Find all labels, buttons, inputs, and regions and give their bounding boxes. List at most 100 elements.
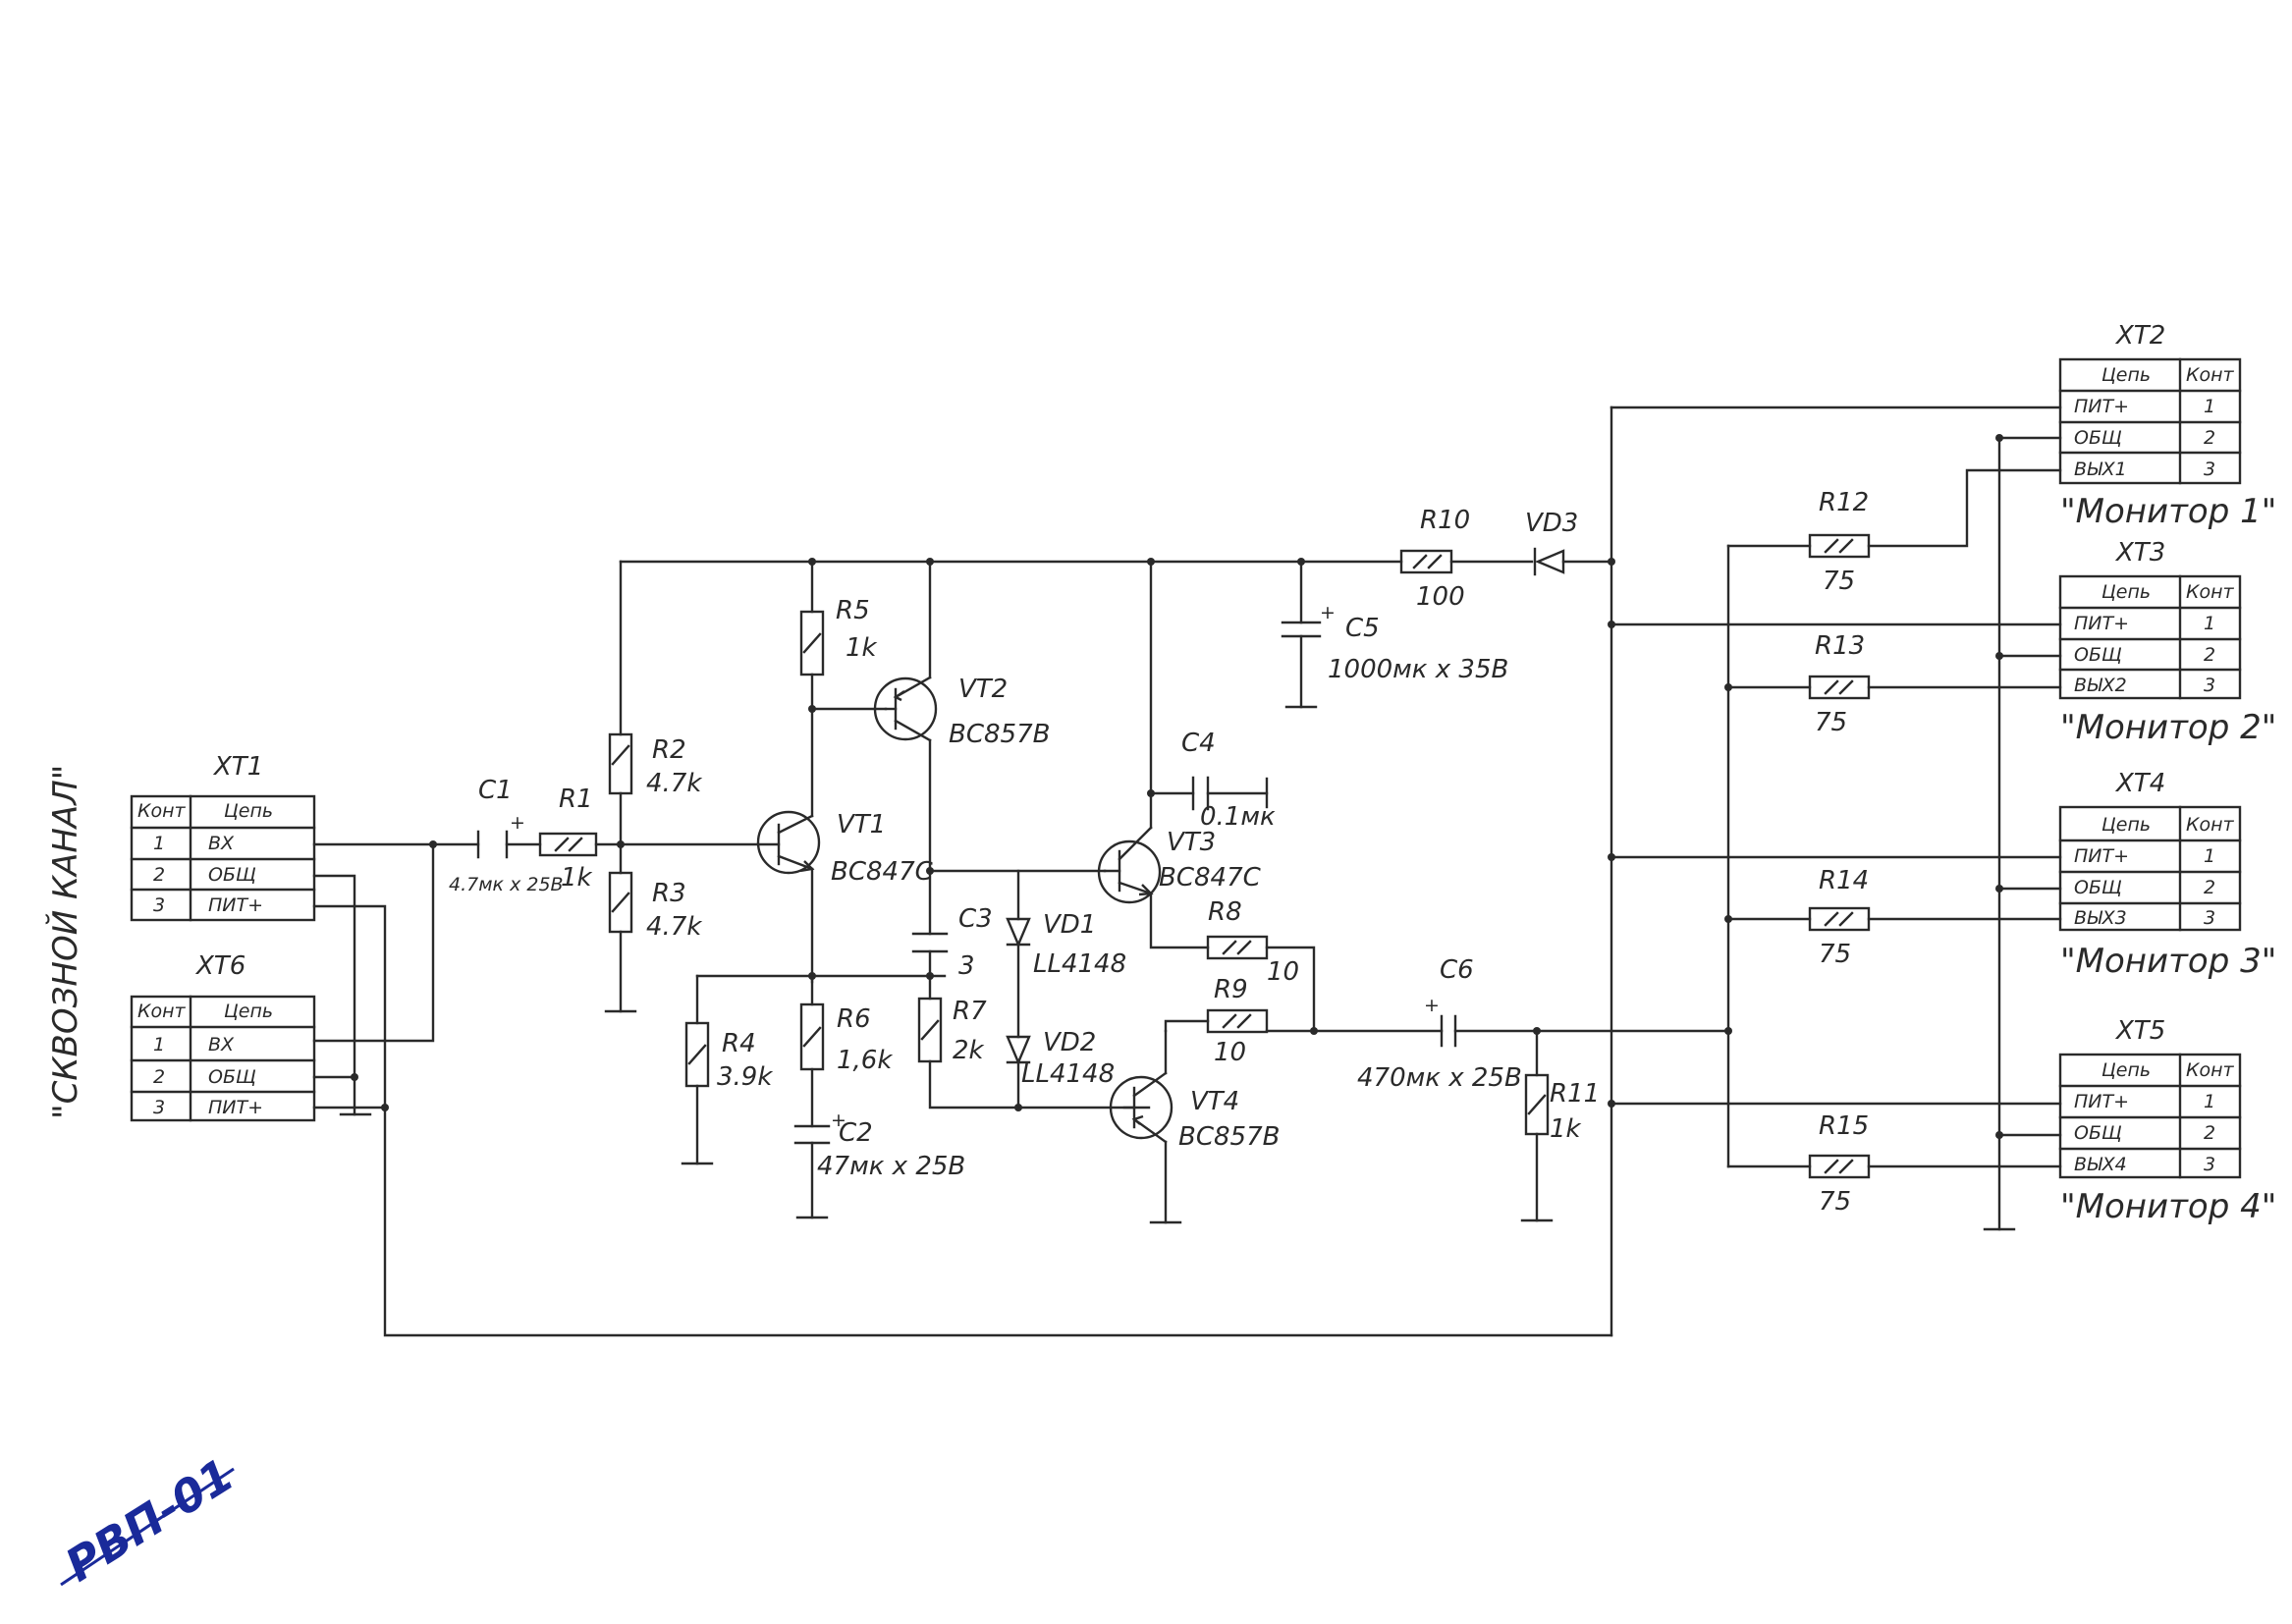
xt3-text: XT3 Цепь Конт ПИТ+ 1 ОБЩ 2 ВЫХ2 3 "Монит… <box>2060 538 2276 747</box>
c3-value: 3 <box>958 951 975 981</box>
xt6-text: XT6 Конт Цепь 1 ВХ 2 ОБЩ 3 ПИТ+ <box>137 951 273 1118</box>
xt2-pin-3: 3 <box>2204 459 2215 480</box>
xt4-col-cep: Цепь <box>2101 814 2151 836</box>
resistor-r2 <box>608 732 633 795</box>
r8-value: 10 <box>1267 957 1299 987</box>
xt4-col-kont: Конт <box>2186 814 2235 836</box>
resistor-r14 <box>1808 906 1871 932</box>
r10-ref: R10 <box>1420 506 1470 535</box>
svg-text:+: + <box>1424 995 1440 1016</box>
wires <box>312 406 2062 1337</box>
xt6-pin-3: 3 <box>153 1097 165 1118</box>
xt5-caption: "Монитор 4" <box>2060 1187 2276 1226</box>
component-labels: C1 4.7мк х 25В R1 1k R2 4.7k R3 4.7k R4 … <box>449 488 1869 1217</box>
r4-ref: R4 <box>722 1029 756 1058</box>
vt3-ref: VT3 <box>1167 828 1216 857</box>
xt4-pin-2: 2 <box>2204 877 2215 898</box>
r15-value: 75 <box>1819 1187 1851 1217</box>
xt5-pin-1: 1 <box>2204 1091 2215 1112</box>
xt6-ref: XT6 <box>194 951 246 981</box>
xt5-pin-2: 2 <box>2204 1122 2215 1144</box>
r2-ref: R2 <box>652 735 686 765</box>
xt5-net-2: ОБЩ <box>2074 1122 2122 1144</box>
resistor-r1 <box>538 832 598 857</box>
r9-value: 10 <box>1214 1038 1246 1067</box>
connector-xt6 <box>130 995 316 1122</box>
xt1-ref: XT1 <box>212 752 263 782</box>
r14-ref: R14 <box>1819 866 1869 895</box>
xt4-text: XT4 Цепь Конт ПИТ+ 1 ОБЩ 2 ВЫХ3 3 "Монит… <box>2060 769 2276 981</box>
xt5-net-1: ПИТ+ <box>2074 1091 2129 1112</box>
xt6-net-2: ОБЩ <box>208 1066 256 1088</box>
xt3-caption: "Монитор 2" <box>2060 708 2276 747</box>
capacitor-c4 <box>1191 776 1210 811</box>
vt1-ref: VT1 <box>837 810 886 839</box>
xt2-ref: XT2 <box>2114 321 2165 351</box>
r7-ref: R7 <box>953 997 987 1026</box>
xt5-text: XT5 Цепь Конт ПИТ+ 1 ОБЩ 2 ВЫХ4 3 "Монит… <box>2060 1016 2276 1226</box>
c6-value: 470мк х 25В <box>1357 1063 1522 1093</box>
xt5-col-kont: Конт <box>2186 1059 2235 1081</box>
xt2-pin-1: 1 <box>2204 396 2215 417</box>
c3-ref: C3 <box>958 904 993 934</box>
c2-ref: C2 <box>839 1118 873 1148</box>
xt1-pin-1: 1 <box>153 833 165 854</box>
vt2-ref: VT2 <box>958 675 1008 704</box>
r6-ref: R6 <box>837 1004 871 1034</box>
diode-vd3 <box>1533 547 1565 576</box>
xt5-pin-3: 3 <box>2204 1154 2215 1175</box>
diode-vd2 <box>1006 1035 1031 1066</box>
svg-text:+: + <box>1320 602 1336 623</box>
r10-value: 100 <box>1416 582 1465 612</box>
c4-value: 0.1мк <box>1200 802 1276 832</box>
xt4-ref: XT4 <box>2114 769 2165 798</box>
xt6-pin-2: 2 <box>153 1066 165 1088</box>
diode-vd1 <box>1006 917 1031 948</box>
resistor-r6 <box>799 1002 825 1071</box>
capacitor-c5: + <box>1281 602 1336 638</box>
xt4-net-2: ОБЩ <box>2074 877 2122 898</box>
xt6-pin-1: 1 <box>153 1034 165 1056</box>
r5-value: 1k <box>846 633 878 663</box>
transistor-vt1 <box>756 810 821 875</box>
vt4-value: BC857B <box>1178 1122 1280 1152</box>
c1-ref: C1 <box>478 776 513 805</box>
xt6-net-3: ПИТ+ <box>208 1097 263 1118</box>
xt2-net-2: ОБЩ <box>2074 427 2122 449</box>
r7-value: 2k <box>953 1036 985 1065</box>
xt1-pin-3: 3 <box>153 894 165 916</box>
r1-ref: R1 <box>559 785 593 814</box>
r11-ref: R11 <box>1550 1079 1600 1109</box>
xt2-col-cep: Цепь <box>2101 364 2151 386</box>
ground-symbols <box>339 705 2016 1231</box>
vd1-ref: VD1 <box>1043 910 1096 940</box>
r9-ref: R9 <box>1214 975 1248 1004</box>
r4-value: 3.9k <box>717 1062 773 1092</box>
xt4-net-3: ВЫХ3 <box>2074 907 2127 929</box>
xt3-net-2: ОБЩ <box>2074 644 2122 666</box>
xt1-net-1: ВХ <box>208 833 235 854</box>
r3-value: 4.7k <box>646 912 702 942</box>
r12-value: 75 <box>1823 567 1855 596</box>
r11-value: 1k <box>1550 1114 1582 1144</box>
xt5-col-cep: Цепь <box>2101 1059 2151 1081</box>
connector-xt1 <box>130 794 316 922</box>
r6-value: 1,6k <box>837 1046 893 1075</box>
c5-ref: C5 <box>1345 614 1380 643</box>
capacitor-c3 <box>911 932 949 953</box>
xt2-net-1: ПИТ+ <box>2074 396 2129 417</box>
junction-dots <box>351 434 2003 1139</box>
vt1-value: BC847C <box>831 857 934 887</box>
r1-value: 1k <box>561 863 593 893</box>
transistor-vt3 <box>1097 826 1162 904</box>
connector-xt4 <box>2058 805 2242 932</box>
xt2-col-kont: Конт <box>2186 364 2235 386</box>
xt3-col-kont: Конт <box>2186 581 2235 603</box>
vd2-value: LL4148 <box>1021 1059 1115 1089</box>
c6-ref: C6 <box>1440 955 1474 985</box>
r3-ref: R3 <box>652 879 686 908</box>
connector-xt3 <box>2058 574 2242 700</box>
xt3-net-3: ВЫХ2 <box>2074 675 2127 696</box>
xt2-pin-2: 2 <box>2204 427 2215 449</box>
r12-ref: R12 <box>1819 488 1869 517</box>
